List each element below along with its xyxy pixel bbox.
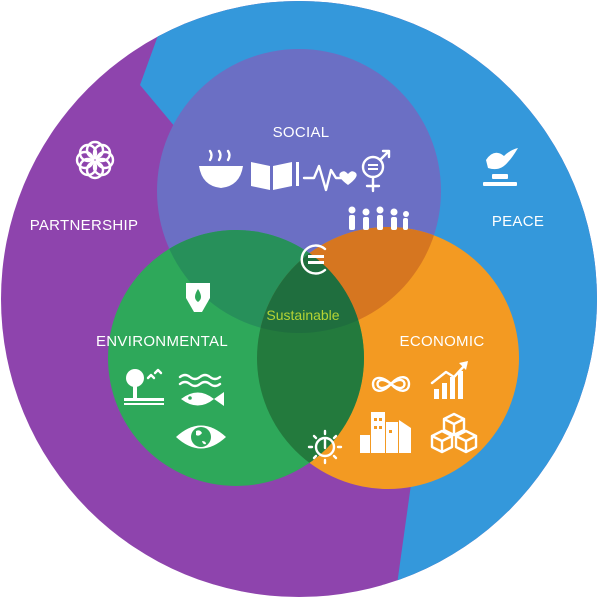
sun-power-icon: [307, 429, 343, 465]
water-drop-icon: [186, 283, 210, 312]
gender-equality-icon: [361, 149, 391, 193]
book-icon: [251, 162, 299, 190]
social-label: SOCIAL: [273, 124, 330, 141]
environmental-label: ENVIRONMENTAL: [96, 333, 228, 350]
fish-icon: [178, 373, 224, 406]
growth-chart-icon: [430, 361, 468, 399]
sustainable-label: Sustainable: [266, 307, 339, 323]
city-icon: [360, 412, 411, 453]
tree-icon: [124, 368, 164, 405]
partnership-label: PARTNERSHIP: [30, 217, 139, 234]
dove-gavel-icon: [483, 148, 518, 186]
infinity-icon: [371, 376, 411, 392]
economic-label: ECONOMIC: [400, 333, 485, 350]
earth-eye-icon: [176, 425, 226, 449]
heartbeat-icon: [302, 164, 357, 192]
family-icon: [348, 206, 409, 230]
equality-circle-icon: [300, 244, 327, 275]
bowl-icon: [199, 149, 243, 188]
peace-label: PEACE: [492, 213, 544, 230]
cubes-icon: [430, 412, 478, 454]
flower-icon: [75, 140, 115, 180]
sustainable-core: [257, 230, 364, 333]
social-environmental-overlap: [157, 230, 364, 333]
